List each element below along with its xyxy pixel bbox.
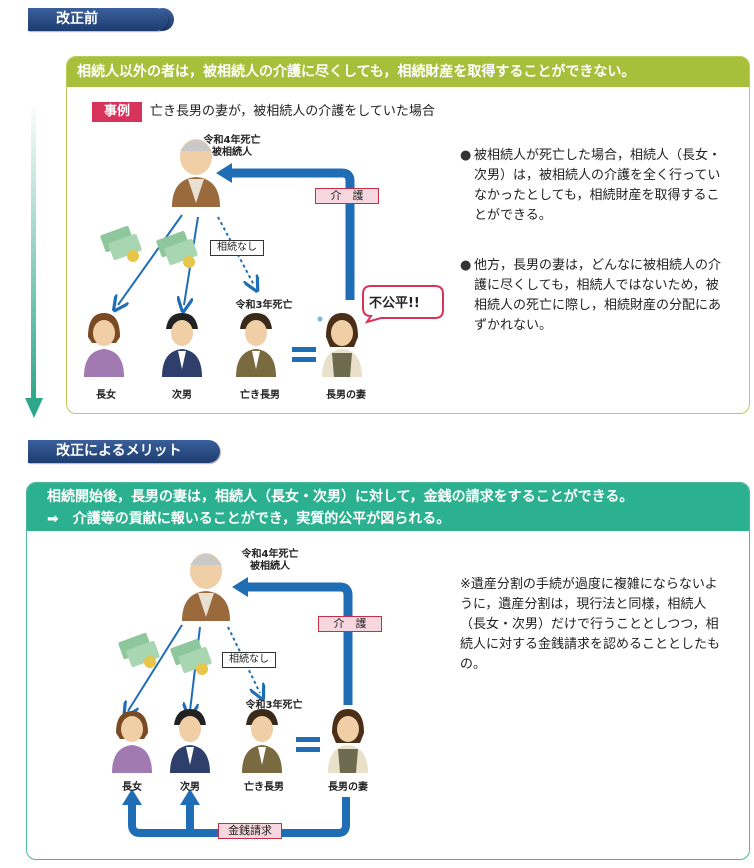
money-icon [170, 638, 212, 675]
daughter-icon [112, 711, 152, 773]
eldest-death-label: 令和3年死亡 [226, 300, 302, 312]
after-tab: 改正によるメリット [28, 440, 220, 463]
after-tab-label: 改正によるメリット [56, 443, 182, 459]
person-label-late-eldest-son: 亡き長男 [234, 778, 294, 793]
bullet-1: ●被相続人が死亡した場合，相続人（長女・次男）は，被相続人の介護を全く行っていな… [460, 146, 722, 226]
no-inheritance-label: 相続なし [210, 240, 264, 256]
late-eldest-son-icon [236, 313, 276, 377]
after-diagram [110, 545, 480, 845]
person-label-wife: 長男の妻 [318, 778, 378, 793]
after-headline: 相続開始後，長男の妻は，相続人（長女・次男）に対して，金銭の請求をすることができ… [27, 483, 749, 531]
deceased-label: 令和4年死亡 被相続人 [220, 549, 320, 573]
case-text: 亡き長男の妻が，被相続人の介護をしていた場合 [150, 102, 435, 122]
bullet-2: ●他方，長男の妻は，どんなに被相続人の介護に尽くしても，相続人ではないため，被相… [460, 256, 722, 336]
person-label-daughter: 長女 [86, 386, 126, 401]
late-eldest-son-icon [242, 709, 282, 773]
care-label: 介 護 [318, 616, 382, 632]
before-tab: 改正前 [28, 8, 168, 31]
money-icon [156, 230, 198, 268]
person-label-son: 次男 [162, 386, 202, 401]
care-label: 介 護 [315, 188, 379, 204]
before-headline: 相続人以外の者は，被相続人の介護に尽くしても，相続財産を取得することができない。 [67, 57, 749, 87]
before-tab-label: 改正前 [56, 11, 98, 27]
eldest-death-label: 令和3年死亡 [236, 700, 312, 712]
timeline-arrow [22, 100, 46, 425]
money-icon [118, 632, 160, 668]
money-icon [100, 225, 142, 262]
person-label-daughter: 長女 [112, 778, 152, 793]
money-claim-label: 金銭請求 [218, 823, 282, 839]
son-icon [170, 709, 210, 773]
care-arrow [248, 587, 348, 705]
unfair-bubble-text: 不公平!! [369, 292, 420, 311]
no-inheritance-label: 相続なし [222, 652, 276, 668]
case-badge: 事例 [92, 102, 142, 122]
deceased-label: 令和4年死亡 被相続人 [182, 135, 282, 159]
before-diagram [70, 125, 460, 410]
after-note: ※遺産分割の手続が過度に複雑にならないように，遺産分割は，現行法と同様，相続人（… [460, 575, 720, 675]
person-label-late-eldest-son: 亡き長男 [230, 386, 290, 401]
son-icon [162, 313, 202, 377]
eldest-son-wife-icon [328, 709, 368, 773]
daughter-icon [84, 313, 124, 377]
person-label-wife: 長男の妻 [316, 386, 376, 401]
person-label-son: 次男 [170, 778, 210, 793]
